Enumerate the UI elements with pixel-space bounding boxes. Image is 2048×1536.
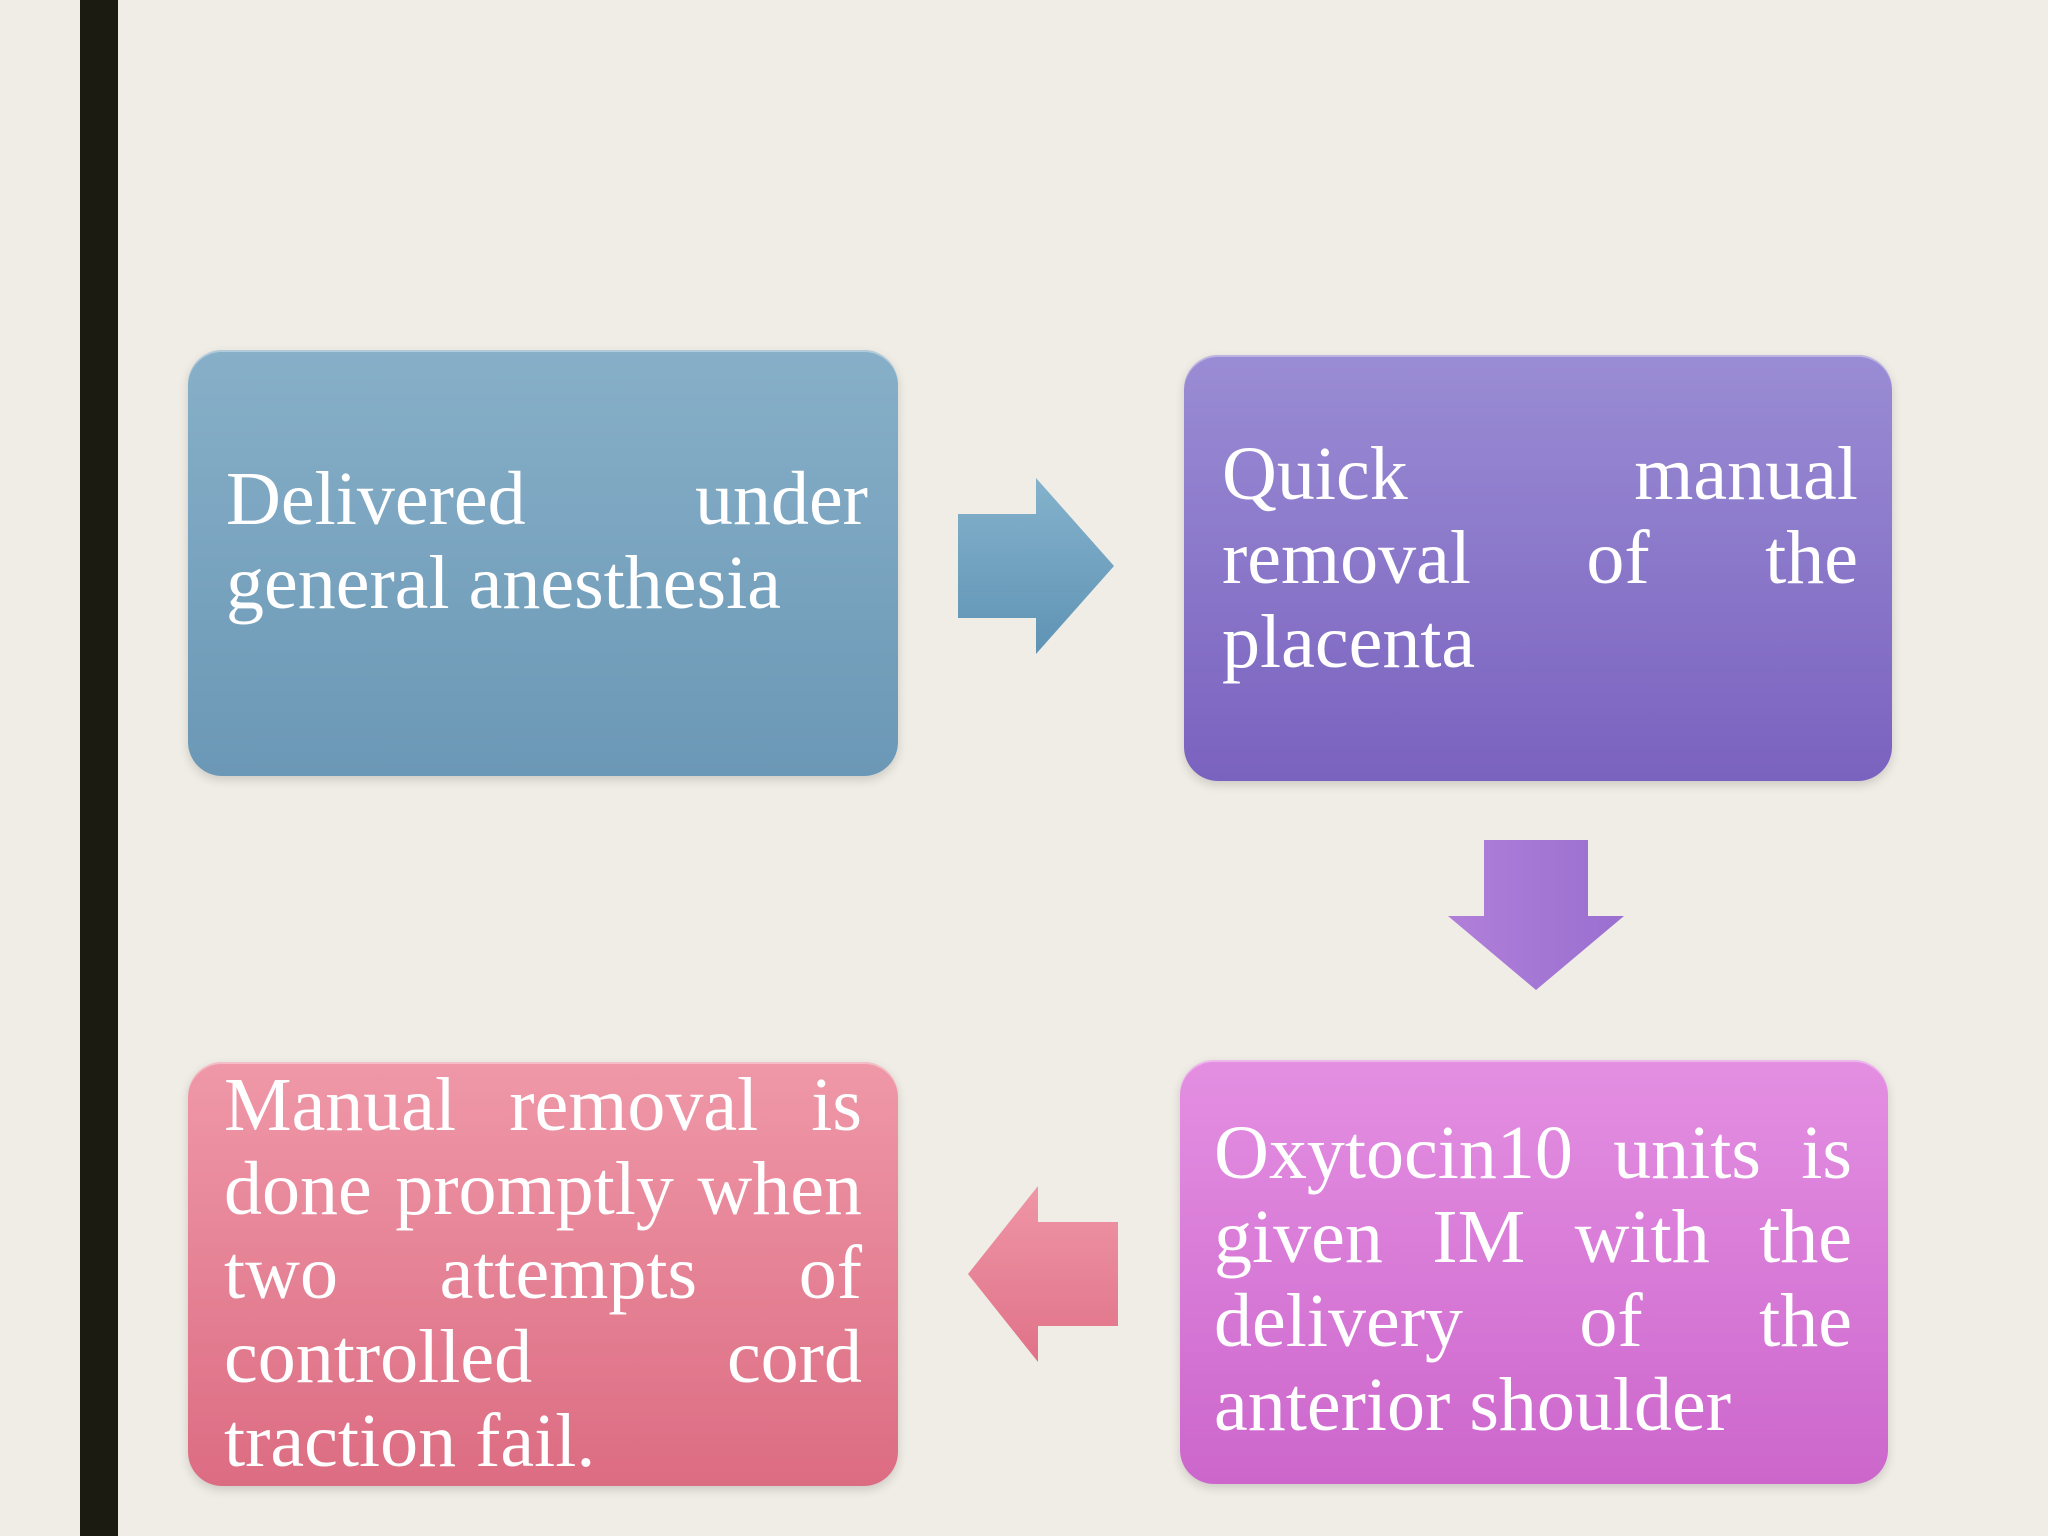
flow-box-text: Quick manual removal of the placenta [1222,432,1858,684]
flow-box-manual-removal-placenta: Quick manual removal of the placenta [1184,355,1892,781]
left-accent-bar [80,0,118,1536]
flow-box-oxytocin: Oxytocin10 units is given IM with the de… [1180,1060,1888,1484]
arrow-left-shape [968,1186,1118,1362]
flow-box-manual-removal-prompt: Manual removal is done promptly when two… [188,1062,898,1486]
flow-box-text: Delivered under general anesthesia [226,457,868,625]
flow-box-text: Manual removal is done promptly when two… [224,1063,862,1483]
arrow-right-shape [958,478,1114,654]
arrow-left-icon [968,1186,1118,1362]
flow-box-text: Oxytocin10 units is given IM with the de… [1214,1111,1852,1447]
arrow-right-icon [958,478,1114,654]
flow-box-general-anesthesia: Delivered under general anesthesia [188,350,898,776]
arrow-down-icon [1448,840,1624,990]
arrow-down-shape [1448,840,1624,990]
